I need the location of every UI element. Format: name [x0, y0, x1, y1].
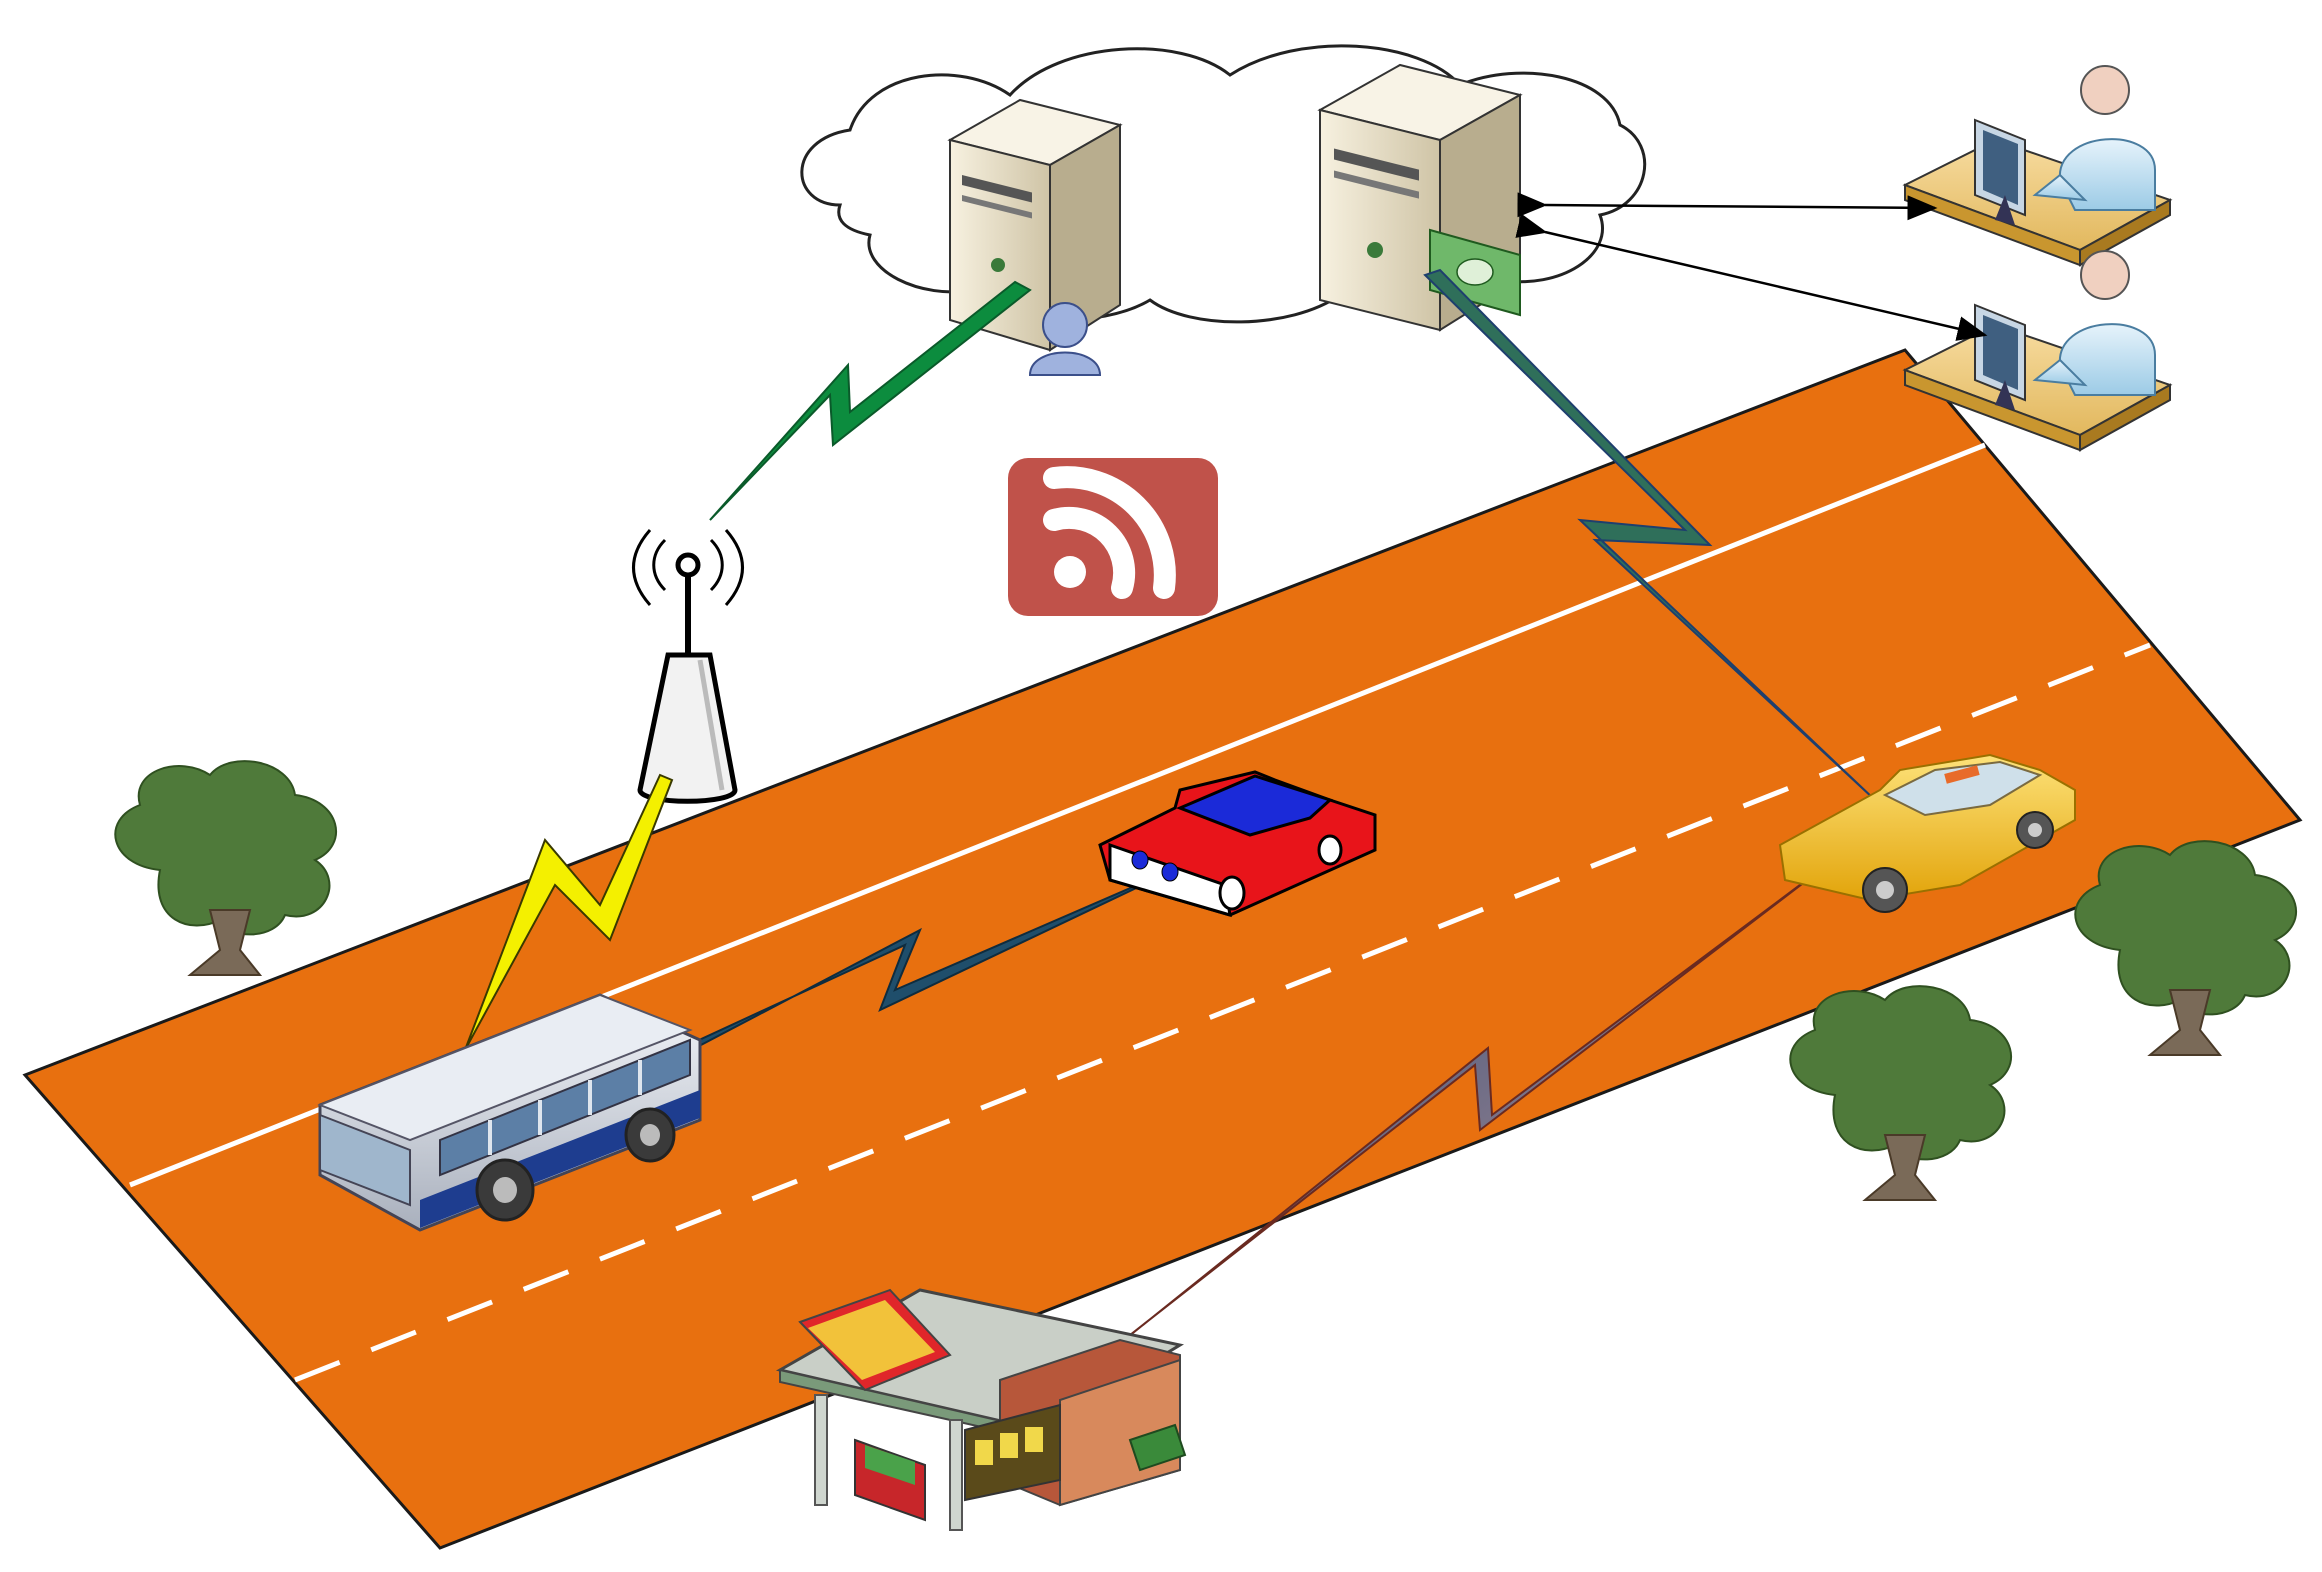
- cell-tower-icon: [632, 529, 744, 804]
- server-payment-icon: [1317, 63, 1523, 332]
- rss-feed-icon: [1008, 458, 1218, 616]
- wireless-links: [464, 268, 1876, 1346]
- gas-station-icon: [775, 1288, 1187, 1531]
- car-icon: [1098, 770, 1377, 918]
- link-gasstation-to-taxi: [1117, 854, 1841, 1346]
- taxi-icon: [1778, 753, 2076, 913]
- link-tower-to-bus: [464, 773, 674, 1051]
- operator-person: [2032, 65, 2156, 211]
- road-surface: [22, 348, 2303, 1550]
- tree-icon: [114, 760, 338, 976]
- user-icon: [1028, 302, 1102, 376]
- link-cloud-to-tower: [709, 280, 1032, 521]
- operator-workstation-icon: [1902, 250, 2173, 452]
- tree-icon: [2074, 840, 2298, 1056]
- link-server-to-taxi: [1423, 268, 1876, 801]
- operator-workstation-icon: [1902, 65, 2173, 267]
- tree-icon: [1789, 985, 2013, 1201]
- operator-person: [2032, 250, 2156, 396]
- server-user-icon: [947, 98, 1123, 376]
- server-operator-links: [1515, 192, 1988, 341]
- bus-icon: [317, 993, 702, 1232]
